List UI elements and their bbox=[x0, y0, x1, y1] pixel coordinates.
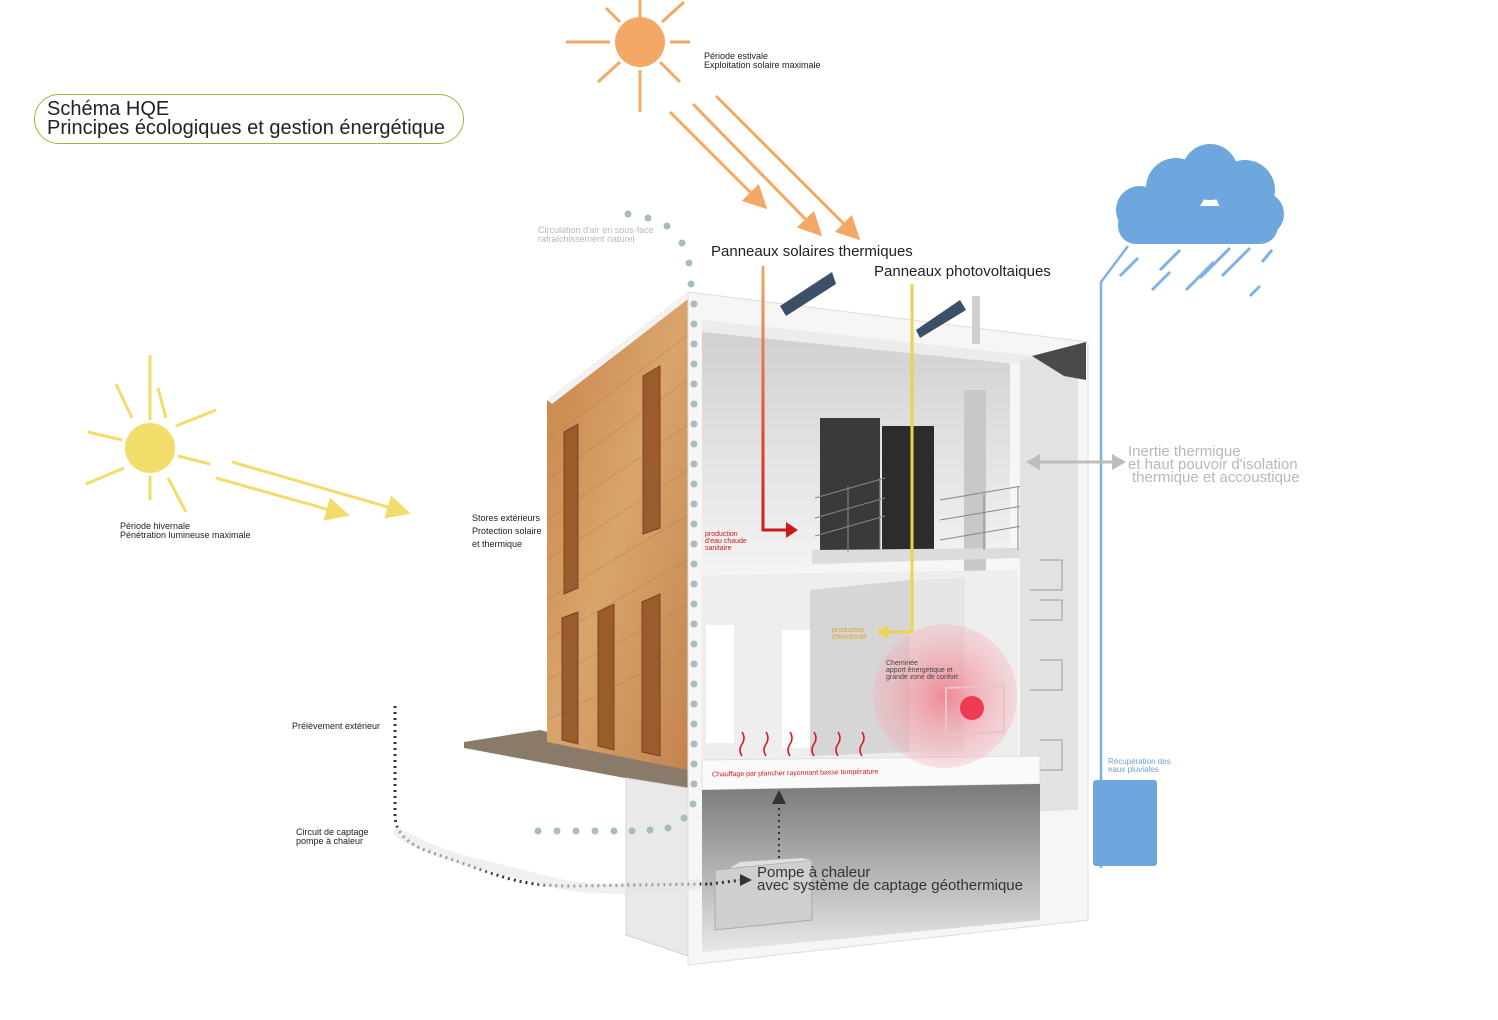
rain-cloud-icon bbox=[1116, 144, 1284, 244]
fireplace-glow bbox=[873, 624, 1017, 768]
electricity-label: production d'électricité bbox=[832, 627, 867, 641]
title-line-2: Principes écologiques et gestion énergét… bbox=[47, 119, 463, 138]
summer-sun-icon bbox=[566, 0, 690, 112]
outside-intake-label: Prélèvement extérieur bbox=[292, 722, 380, 731]
inertia-label: Inertie thermique et haut pouvoir d'isol… bbox=[1128, 445, 1300, 484]
pv-panels-label: Panneaux photovoltaiques bbox=[874, 264, 1051, 280]
air-circulation-label: Circulation d'air en sous-face rafraîchi… bbox=[538, 226, 654, 245]
rain-drops bbox=[1120, 248, 1272, 296]
rainwater-tank bbox=[1093, 780, 1157, 866]
diagram-title: Schéma HQE Principes écologiques et gest… bbox=[34, 94, 464, 144]
winter-label: Période hivernale Pénétration lumineuse … bbox=[120, 522, 251, 541]
summer-label: Période estivale Exploitation solaire ma… bbox=[704, 52, 821, 71]
summer-rays bbox=[670, 96, 856, 236]
winter-sun-icon bbox=[86, 355, 216, 512]
thermal-panels-label: Panneaux solaires thermiques bbox=[711, 244, 913, 260]
rainwater-label: Récupération des eaux pluviales bbox=[1108, 758, 1171, 774]
winter-rays bbox=[216, 462, 405, 514]
fireplace-label: Cheminée apport énergétique et grande zo… bbox=[886, 660, 958, 681]
capture-circuit-label: Circuit de captage pompe à chaleur bbox=[296, 828, 369, 847]
downspout-pipe bbox=[1101, 246, 1128, 868]
wood-facade bbox=[547, 292, 692, 770]
heat-pump-label: Pompe à chaleur avec système de captage … bbox=[757, 866, 1023, 892]
blinds-label: Stores extérieurs Protection solaire et … bbox=[472, 512, 542, 551]
hot-water-label: production d'eau chaude sanitaire bbox=[705, 531, 747, 552]
